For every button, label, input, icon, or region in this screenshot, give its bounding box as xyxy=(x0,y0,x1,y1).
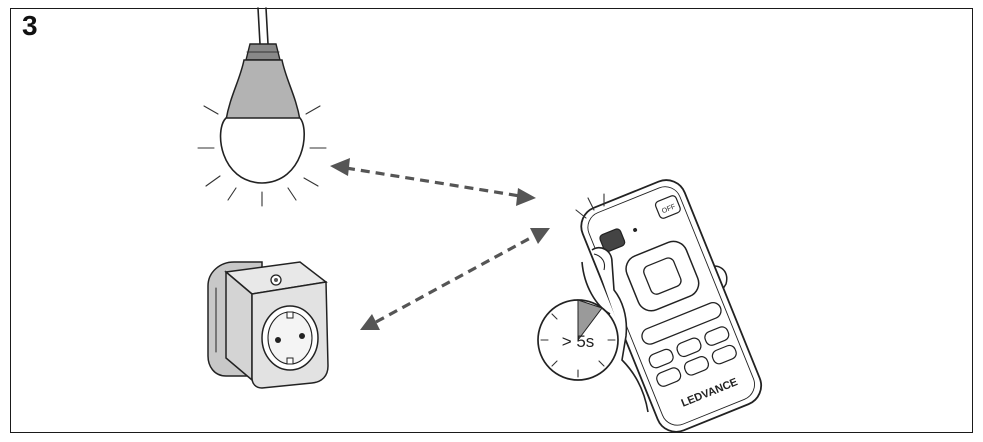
step-number: 3 xyxy=(22,10,38,41)
remote-off-button-label: OFF xyxy=(661,203,677,215)
stopwatch-icon: > 5s xyxy=(537,299,619,381)
remote-control-icon: OFF LEDVANCE xyxy=(575,179,763,433)
timer-label: > 5s xyxy=(562,332,595,351)
dashed-double-arrow-icon xyxy=(330,158,550,330)
diagram-frame xyxy=(10,8,973,433)
smart-plug-icon xyxy=(207,261,329,389)
light-bulb-icon xyxy=(197,7,327,207)
